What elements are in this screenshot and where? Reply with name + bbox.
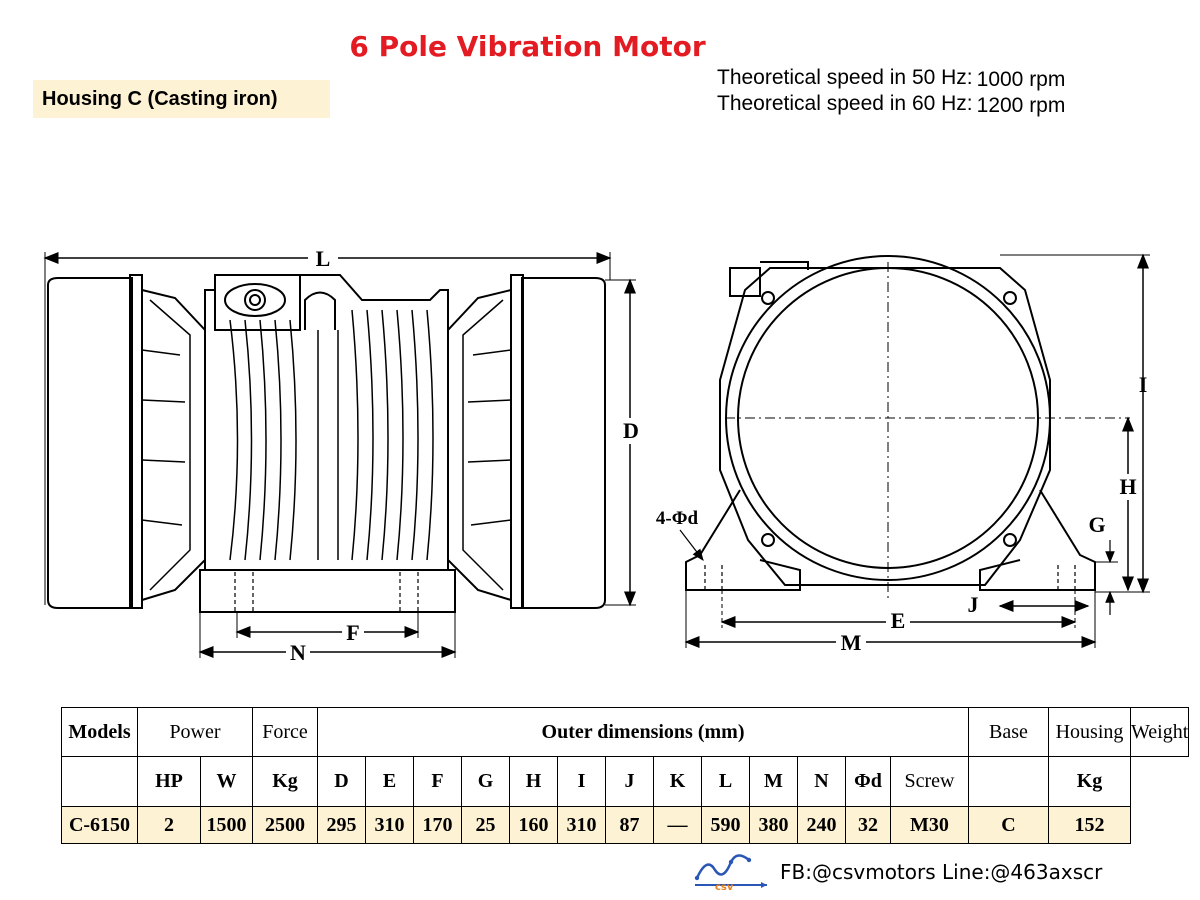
dim-label-J: J [968,592,979,617]
table-cell: C-6150 [61,806,138,844]
header-cell: K [653,756,702,807]
header-cell: Screw [890,756,969,807]
dim-label-H: H [1119,474,1136,499]
header-cell: H [509,756,558,807]
speed-60hz-label: Theoretical speed in 60 Hz: [717,92,973,115]
header-cell: D [317,756,366,807]
speed-60hz-value: 1200 rpm [976,94,1066,117]
table-cell: 32 [845,806,891,844]
spec-table: Models Power Force Outer dimensions (mm)… [61,707,1190,844]
header-cell: E [365,756,414,807]
table-cell: C [968,806,1049,844]
table-header-row-1: Models Power Force Outer dimensions (mm)… [61,707,1190,757]
header-cell: W [200,756,253,807]
header-cell: G [461,756,510,807]
table-cell: — [653,806,702,844]
dim-label-I: I [1139,372,1148,397]
table-cell: 1500 [200,806,253,844]
header-weight: Weight [1129,707,1190,757]
speed-50hz-value: 1000 rpm [976,68,1066,91]
header-outer-dimensions: Outer dimensions (mm) [317,707,969,757]
housing-badge: Housing C (Casting iron) [33,80,330,118]
speed-50hz: Theoretical speed in 50 Hz:1000 rpm [717,66,1066,91]
speed-50hz-label: Theoretical speed in 50 Hz: [717,66,973,89]
header-power: Power [137,707,253,757]
side-view [43,252,636,658]
table-cell: 590 [701,806,750,844]
table-cell: 380 [749,806,798,844]
table-cell: 160 [509,806,558,844]
header-housing: Housing [1048,707,1131,757]
front-view-labels: I H G J E M 4-Φd [656,372,1147,656]
header-cell: L [701,756,750,807]
logo-text: csv [715,882,734,893]
table-cell: 87 [605,806,654,844]
dim-label-E: E [891,608,906,633]
page-title: 6 Pole Vibration Motor [349,30,706,63]
front-view [679,253,1150,648]
header-cell: I [557,756,606,807]
table-row: C-6150 2 1500 2500 295 310 170 25 160 31… [61,806,1189,844]
header-cell: Kg [252,756,318,807]
housing-label: Housing C (Casting iron) [42,88,278,110]
dim-label-N: N [290,640,306,665]
header-cell: HP [137,756,201,807]
table-cell: 25 [461,806,510,844]
table-cell: 310 [365,806,414,844]
header-cell: Kg [1048,756,1131,807]
table-cell: 295 [317,806,366,844]
dim-label-hole: 4-Φd [656,508,699,529]
dim-label-G: G [1088,512,1105,537]
table-cell: 170 [413,806,462,844]
dim-label-D: D [623,418,639,443]
table-cell: 2 [137,806,201,844]
header-cell: N [797,756,846,807]
side-view-labels: L D F N [286,245,642,665]
header-cell: J [605,756,654,807]
dim-label-L: L [316,246,331,271]
table-cell: 2500 [252,806,318,844]
header-force: Force [252,707,318,757]
header-cell: M [749,756,798,807]
header-cell [968,756,1049,807]
header-cell-empty [61,756,138,807]
contact-info: FB:@csvmotors Line:@463axscr [780,860,1103,884]
motor-drawing: L D F N [43,245,1150,665]
header-models: Models [61,707,138,757]
dim-label-M: M [841,630,862,655]
dim-label-F: F [346,620,359,645]
table-cell: 152 [1048,806,1131,844]
table-cell: M30 [890,806,969,844]
speed-60hz: Theoretical speed in 60 Hz:1200 rpm [717,92,1066,117]
header-base: Base [968,707,1049,757]
table-cell: 310 [557,806,606,844]
csv-logo: csv [694,854,767,893]
table-header-row-2: HP W Kg D E F G H I J K L M N Φd Screw K… [61,756,1189,807]
header-cell: F [413,756,462,807]
table-cell: 240 [797,806,846,844]
header-cell: Φd [845,756,891,807]
